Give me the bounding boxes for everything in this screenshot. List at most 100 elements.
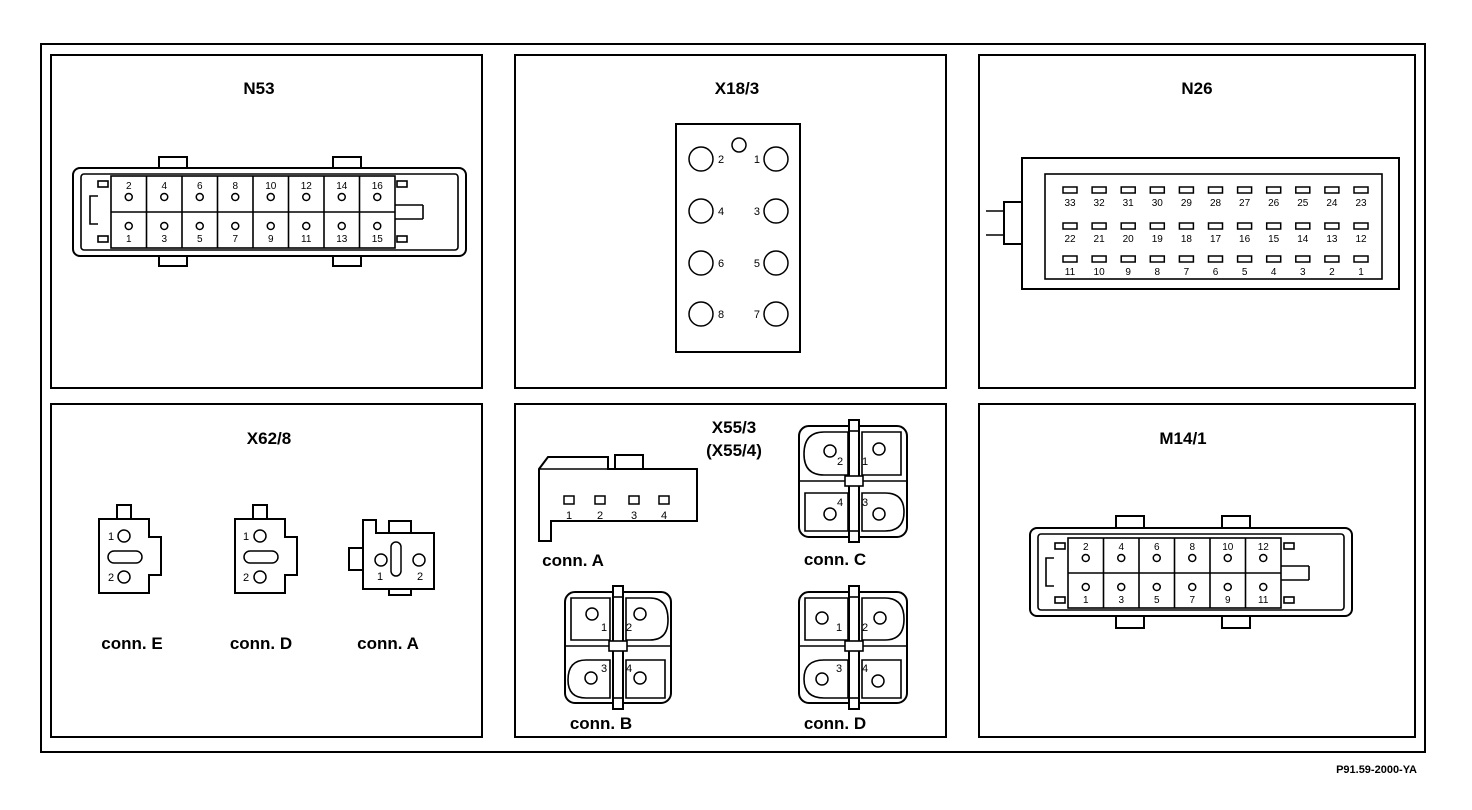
pin-slot bbox=[1091, 186, 1107, 194]
pin-hole bbox=[1152, 553, 1161, 563]
pin-slot bbox=[1091, 222, 1107, 230]
pin-hole bbox=[373, 192, 382, 202]
pin-slot bbox=[1207, 186, 1224, 194]
pin-label: 17 bbox=[1210, 234, 1222, 245]
pin-slot bbox=[1120, 186, 1136, 194]
pin-slot bbox=[1120, 255, 1136, 263]
pin-label: 2 bbox=[126, 181, 132, 192]
pin-label: 23 bbox=[1355, 198, 1367, 209]
pin-label: 33 bbox=[1064, 198, 1076, 209]
pin-slot bbox=[1324, 186, 1340, 194]
pin-label: 2 bbox=[626, 622, 632, 634]
pin-hole bbox=[1223, 553, 1232, 563]
pin-label: 1 bbox=[1083, 595, 1089, 606]
pin-slot bbox=[1178, 186, 1195, 194]
pin-label: 4 bbox=[837, 497, 843, 509]
x62-conn-e: 1 2 conn. E bbox=[98, 504, 163, 653]
pin-label: 13 bbox=[1326, 234, 1338, 245]
pin-socket bbox=[688, 146, 714, 172]
pin-hole bbox=[1259, 553, 1268, 563]
pin-slot bbox=[1265, 186, 1282, 194]
conn-label: conn. C bbox=[804, 550, 866, 569]
pin-hole bbox=[302, 221, 311, 231]
pin-label: 10 bbox=[1094, 267, 1106, 278]
conn-label: conn. A bbox=[357, 634, 419, 653]
pin-label: 6 bbox=[197, 181, 203, 192]
conn-label: conn. E bbox=[101, 634, 162, 653]
pin-label: 8 bbox=[1155, 267, 1161, 278]
pin-label: 3 bbox=[631, 510, 637, 522]
pin-label: 6 bbox=[1154, 542, 1160, 553]
pin-hole bbox=[1117, 553, 1126, 563]
conn-label: conn. A bbox=[542, 551, 604, 570]
pin-label: 10 bbox=[265, 181, 277, 192]
pin-hole bbox=[124, 192, 133, 202]
pin-slot bbox=[1236, 255, 1253, 263]
pin-label: 6 bbox=[1213, 267, 1219, 278]
pin-label: 20 bbox=[1123, 234, 1135, 245]
pin-label: 5 bbox=[754, 258, 760, 270]
pin-label: 8 bbox=[232, 181, 238, 192]
pin-socket bbox=[688, 301, 714, 327]
x62-conn-a: 1 2 conn. A bbox=[348, 519, 435, 653]
pin-label: 28 bbox=[1210, 198, 1222, 209]
pin-label: 31 bbox=[1123, 198, 1135, 209]
pin-label: 29 bbox=[1181, 198, 1193, 209]
panel-x62-8: X62/8 1 2 conn. E 1 2 conn. D bbox=[50, 403, 483, 738]
pin-label: 4 bbox=[626, 663, 632, 675]
pin-label: 8 bbox=[1189, 542, 1195, 553]
pin-slot bbox=[658, 495, 670, 505]
pin-socket bbox=[763, 198, 789, 224]
pin-label: 7 bbox=[754, 309, 760, 321]
pin-label: 27 bbox=[1239, 198, 1251, 209]
pin-label: 1 bbox=[126, 234, 132, 245]
pin-label: 11 bbox=[1258, 595, 1269, 606]
pin-slot bbox=[1149, 255, 1166, 263]
pin-label: 2 bbox=[862, 622, 868, 634]
pin-slot bbox=[1120, 222, 1136, 230]
pin-label: 4 bbox=[161, 181, 167, 192]
panel-title-n26: N26 bbox=[1181, 79, 1212, 98]
pin-slot bbox=[1353, 222, 1369, 230]
pin-slot bbox=[1149, 186, 1166, 194]
pin-label: 1 bbox=[754, 154, 760, 166]
pin-hole bbox=[160, 221, 169, 231]
pin-label: 4 bbox=[1118, 542, 1124, 553]
pin-label: 4 bbox=[862, 663, 868, 675]
x55-conn-c: 2 1 4 3 conn. C bbox=[798, 419, 908, 569]
pin-hole bbox=[1188, 582, 1197, 592]
pin-label: 2 bbox=[243, 572, 249, 584]
pin-label: 2 bbox=[718, 154, 724, 166]
pin-label: 18 bbox=[1181, 234, 1193, 245]
pin-socket bbox=[688, 198, 714, 224]
panel-title-x55-3: X55/3 bbox=[712, 418, 756, 437]
pin-socket bbox=[763, 146, 789, 172]
pin-slot bbox=[1353, 255, 1369, 263]
pin-hole bbox=[1081, 582, 1090, 592]
pin-socket bbox=[763, 250, 789, 276]
pin-label: 14 bbox=[336, 181, 348, 192]
pin-slot bbox=[1062, 186, 1078, 194]
pin-label: 2 bbox=[108, 572, 114, 584]
pin-hole bbox=[1117, 582, 1126, 592]
conn-label: conn. B bbox=[570, 714, 632, 733]
panel-title-n53: N53 bbox=[243, 79, 274, 98]
pin-label: 3 bbox=[862, 497, 868, 509]
panel-title-x18-3: X18/3 bbox=[715, 79, 759, 98]
pin-hole bbox=[337, 192, 346, 202]
pin-slot bbox=[1149, 222, 1166, 230]
pin-slot bbox=[563, 495, 575, 505]
pin-slot bbox=[1295, 222, 1311, 230]
pin-label: 13 bbox=[336, 234, 348, 245]
pin-label: 16 bbox=[1239, 234, 1251, 245]
x55-conn-d: 1 2 3 4 conn. D bbox=[798, 585, 908, 733]
pin-label: 3 bbox=[836, 663, 842, 675]
panel-title-m14-1: M14/1 bbox=[1159, 429, 1206, 448]
pin-slot bbox=[1324, 222, 1340, 230]
pin-label: 25 bbox=[1297, 198, 1309, 209]
pin-label: 7 bbox=[1184, 267, 1190, 278]
pin-label: 21 bbox=[1094, 234, 1106, 245]
